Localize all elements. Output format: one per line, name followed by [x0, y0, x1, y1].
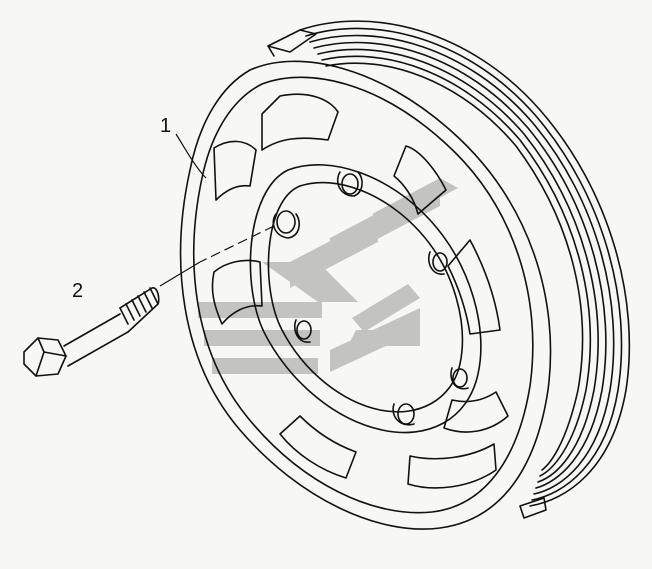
leader-line-part-2 [199, 225, 275, 263]
callout-label-part-2: 2 [72, 280, 84, 302]
crankshaft-pulley [179, 20, 631, 530]
leader-line-part-1 [175, 133, 207, 179]
pulley-bolt [23, 287, 160, 377]
leader-lines [159, 133, 275, 287]
callout-label-part-1: 1 [160, 115, 172, 137]
watermark-logo-icon [198, 178, 458, 374]
